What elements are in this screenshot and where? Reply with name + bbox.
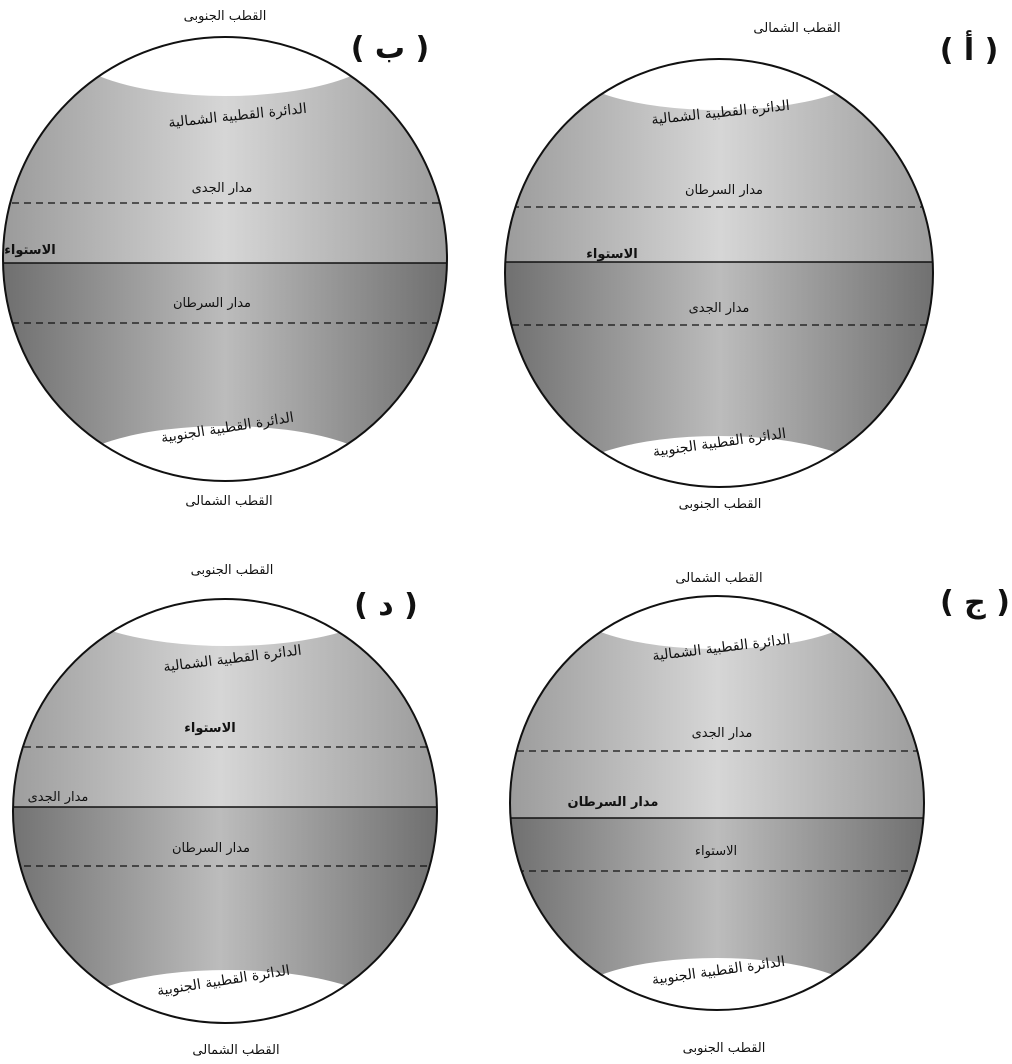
panel-c: القطب الشمالى ( ج ) الدائرة القطبية الشم…	[509, 571, 1010, 1056]
bottom-polar-cap	[68, 970, 388, 1023]
upper-band-label: الاستواء	[184, 721, 235, 736]
globe-outline	[12, 598, 438, 1024]
bottom-polar-cap	[564, 436, 874, 487]
top-polar-cap	[564, 59, 874, 110]
panel-b: القطب الجنوبى ( ب ) الدائرة القطبية الشم…	[2, 9, 448, 509]
panel-letter: ( ج )	[940, 585, 1010, 620]
top-polar-cap	[65, 37, 385, 96]
bottom-pole-label: القطب الجنوبى	[683, 1041, 766, 1056]
lower-band-label: مدار السرطان	[173, 296, 251, 311]
top-pole-label: القطب الشمالى	[675, 571, 762, 586]
globe-outline	[509, 595, 925, 1011]
top-pole-label: القطب الجنوبى	[184, 9, 267, 24]
upper-band-label: مدار الجدى	[192, 181, 253, 196]
panel-letter: ( د )	[354, 588, 418, 623]
divider-line-label: مدار السرطان	[568, 795, 659, 810]
bottom-pole-label: القطب الشمالى	[192, 1043, 279, 1058]
panel-letter: ( ب )	[351, 31, 429, 66]
upper-band-label: مدار السرطان	[685, 183, 763, 198]
panel-d: القطب الجنوبى ( د ) الدائرة القطبية الشم…	[12, 563, 438, 1058]
lower-band-label: الاستواء	[695, 844, 737, 859]
lower-band-label: مدار السرطان	[172, 841, 250, 856]
divider-line-label: مدار الجدى	[28, 790, 89, 805]
bottom-pole-label: القطب الجنوبى	[679, 497, 762, 512]
top-pole-label: القطب الشمالى	[753, 21, 840, 36]
panel-letter: ( أ )	[940, 30, 999, 68]
bottom-polar-cap	[567, 958, 867, 1010]
top-polar-cap	[567, 596, 867, 649]
divider-line-label: الاستواء	[4, 243, 55, 258]
top-polar-cap	[68, 599, 388, 646]
lower-band-label: مدار الجدى	[689, 301, 750, 316]
panel-a: القطب الشمالى ( أ ) الدائرة القطبية الشم…	[504, 21, 999, 512]
bottom-polar-cap	[65, 426, 385, 481]
divider-line-label: الاستواء	[586, 247, 637, 262]
globe-outline	[504, 58, 934, 488]
top-pole-label: القطب الجنوبى	[191, 563, 274, 578]
upper-band-label: مدار الجدى	[692, 726, 753, 741]
bottom-pole-label: القطب الشمالى	[185, 494, 272, 509]
globe-outline	[2, 36, 448, 482]
